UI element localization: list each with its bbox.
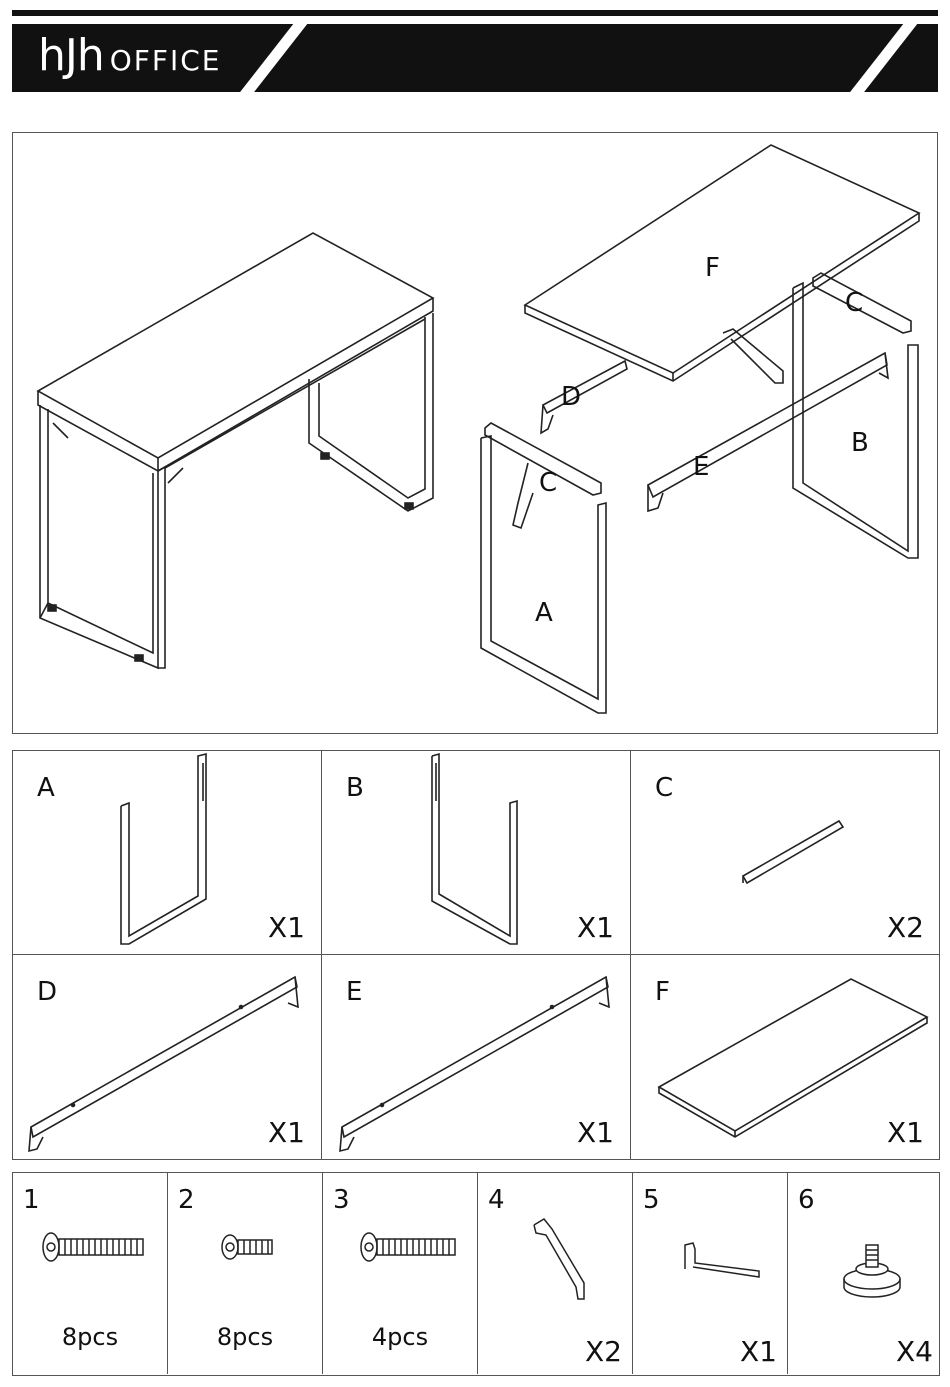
banner-divider-stripe: [841, 24, 918, 92]
label-C-left: C: [539, 468, 557, 498]
hardware-pcs: 8pcs: [13, 1323, 167, 1351]
label-F: F: [705, 253, 720, 283]
banner-divider-stripe: [231, 24, 308, 92]
label-B: B: [851, 428, 869, 458]
part-cell-D: D X1: [13, 955, 322, 1159]
hardware-cell-2: 2 8pcs: [168, 1173, 323, 1374]
part-qty: X1: [577, 911, 614, 944]
label-C-top: C: [845, 288, 863, 318]
hardware-qty: X1: [740, 1335, 777, 1368]
hardware-qty: X2: [585, 1335, 622, 1368]
part-qty: X2: [887, 911, 924, 944]
assembly-diagram: F C D B E C A: [13, 133, 939, 735]
part-qty: X1: [268, 1116, 305, 1149]
part-qty: X1: [268, 911, 305, 944]
hardware-cell-1: 1 8pcs: [13, 1173, 168, 1374]
assembly-overview-panel: F C D B E C A: [12, 132, 938, 734]
brand-subtitle: OFFICE: [110, 44, 222, 77]
logo-text: hJh: [38, 30, 104, 81]
hardware-cell-3: 3 4pcs: [323, 1173, 478, 1374]
hardware-pcs: 4pcs: [323, 1323, 477, 1351]
part-cell-E: E X1: [322, 955, 631, 1159]
part-qty: X1: [577, 1116, 614, 1149]
hardware-cell-5: 5 X1: [633, 1173, 788, 1374]
hardware-qty: X4: [896, 1335, 933, 1368]
hardware-cell-4: 4 X2: [478, 1173, 633, 1374]
part-cell-C: C X2: [631, 751, 940, 955]
hardware-pcs: 8pcs: [168, 1323, 322, 1351]
label-E: E: [693, 452, 709, 482]
part-cell-A: A X1: [13, 751, 322, 955]
part-cell-F: F X1: [631, 955, 940, 1159]
assembled-desk-illustration: [38, 233, 433, 668]
label-A: A: [535, 598, 553, 628]
hardware-list: 1 8pcs 2 8pcs 3 4pcs 4: [12, 1172, 940, 1376]
hardware-cell-6: 6 X4: [788, 1173, 943, 1374]
part-qty: X1: [887, 1116, 924, 1149]
part-cell-B: B X1: [322, 751, 631, 955]
header-rule: [12, 10, 938, 16]
label-D: D: [561, 382, 581, 412]
parts-list-grid: A X1 B X1 C X2 D X1: [12, 750, 940, 1160]
